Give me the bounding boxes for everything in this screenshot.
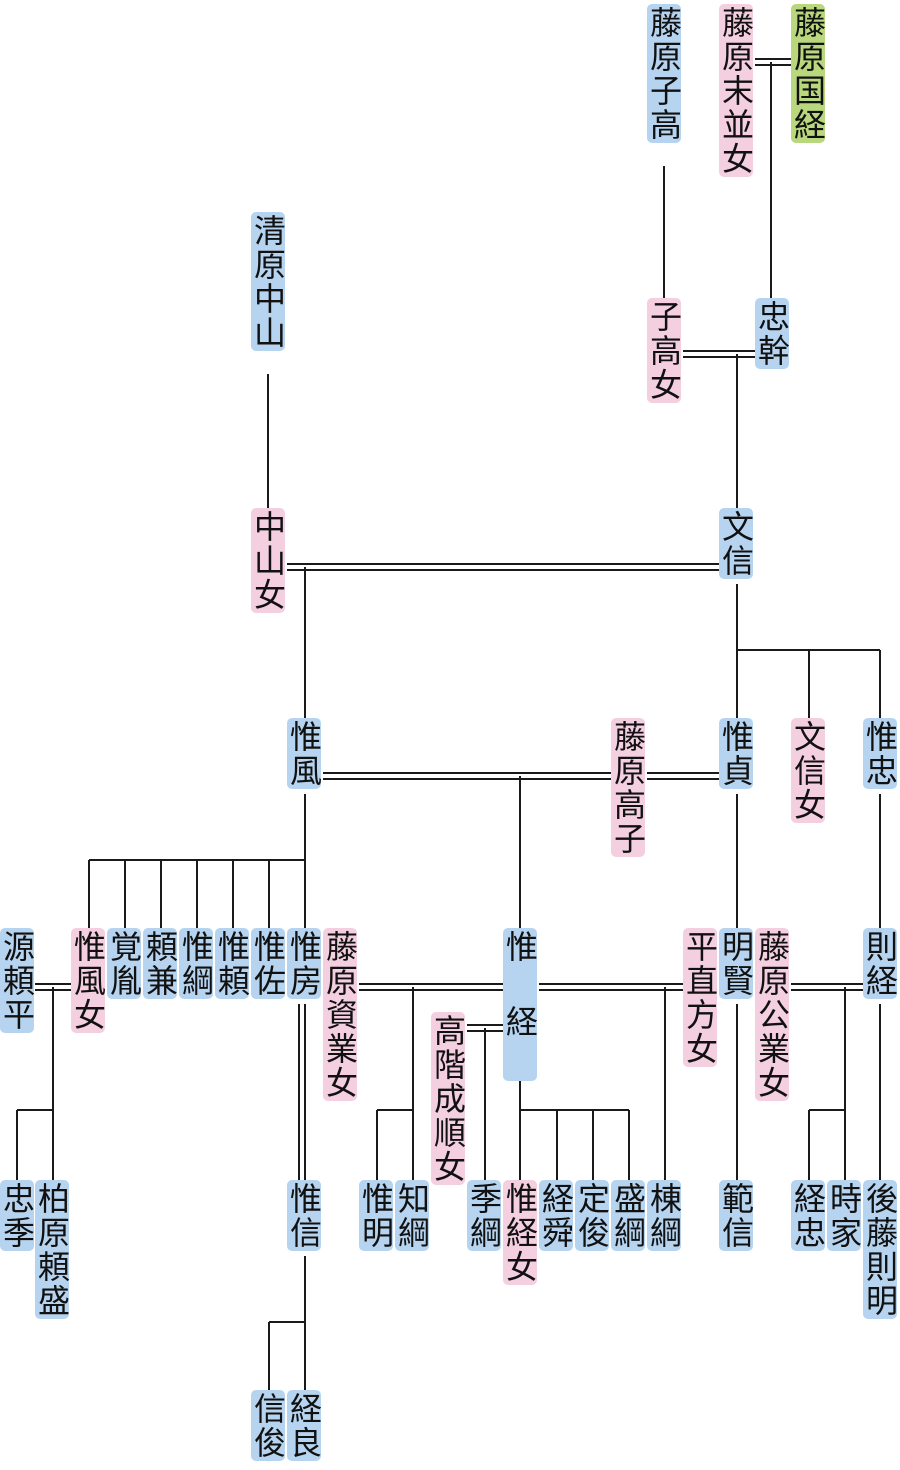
person-fujiwara-sukenari-daughter: 藤原資業女	[321, 928, 359, 1101]
person-kotaka-daughter: 子高女	[645, 298, 683, 403]
person-taira-naokata-daughter: 平直方女	[681, 928, 719, 1067]
person-koreaki: 惟明	[357, 1180, 395, 1251]
person-koretada: 惟忠	[861, 718, 899, 789]
person-tsunetada: 経忠	[789, 1180, 827, 1251]
person-tokiie: 時家	[825, 1180, 863, 1251]
person-koretsune: 惟経	[501, 928, 539, 1081]
person-norinobu: 範信	[717, 1180, 755, 1251]
person-yorikane: 頼兼	[141, 928, 179, 999]
person-suetsuna: 季綱	[465, 1180, 503, 1251]
person-korekaze: 惟風	[285, 718, 323, 789]
person-tomotsuna: 知綱	[393, 1180, 431, 1251]
person-fujiwara-kotaka: 藤原子高	[645, 4, 683, 143]
person-fuminobu-daughter: 文信女	[789, 718, 827, 823]
person-minamoto-yorihira: 源頼平	[0, 928, 36, 1033]
person-korekaze-daughter: 惟風女	[69, 928, 107, 1033]
person-moritsuna: 盛綱	[609, 1180, 647, 1251]
person-kiyohara-nakayama: 清原中山	[249, 212, 287, 351]
person-fujiwara-kimnari-daughter: 藤原公業女	[753, 928, 791, 1101]
person-fuminobu: 文信	[717, 508, 755, 579]
person-meiken: 明賢	[717, 928, 755, 999]
person-goto-noriaki: 後藤則明	[861, 1180, 899, 1319]
person-koresada: 惟貞	[717, 718, 755, 789]
person-koreyori: 惟頼	[213, 928, 251, 999]
person-tadasue: 忠季	[0, 1180, 36, 1251]
person-koresuke: 惟佐	[249, 928, 287, 999]
person-fujiwara-suenami-daughter: 藤原末並女	[717, 4, 755, 177]
person-korenobu: 惟信	[285, 1180, 323, 1251]
person-nakayama-daughter: 中山女	[249, 508, 287, 613]
person-koretsune-daughter: 惟経女	[501, 1180, 539, 1285]
person-noritsune: 則経	[861, 928, 899, 999]
person-fujiwara-takaiko: 藤原高子	[609, 718, 647, 857]
person-tsuneyoshi: 経良	[285, 1390, 323, 1461]
person-koretsuna: 惟綱	[177, 928, 215, 999]
person-korefusa: 惟房	[285, 928, 323, 999]
person-kakuin: 覚胤	[105, 928, 143, 999]
person-sadatoshi: 定俊	[573, 1180, 611, 1251]
person-tadamoto: 忠幹	[753, 298, 791, 369]
person-takashina-narinobu-daughter: 高階成順女	[429, 1012, 467, 1185]
person-fujiwara-kunitsune: 藤原国経	[789, 4, 827, 143]
person-nobutoshi: 信俊	[249, 1390, 287, 1461]
person-tsunekiyo: 経舜	[537, 1180, 575, 1251]
person-kashiwabara-yorimori: 柏原頼盛	[33, 1180, 71, 1319]
person-munetsuna: 棟綱	[645, 1180, 683, 1251]
